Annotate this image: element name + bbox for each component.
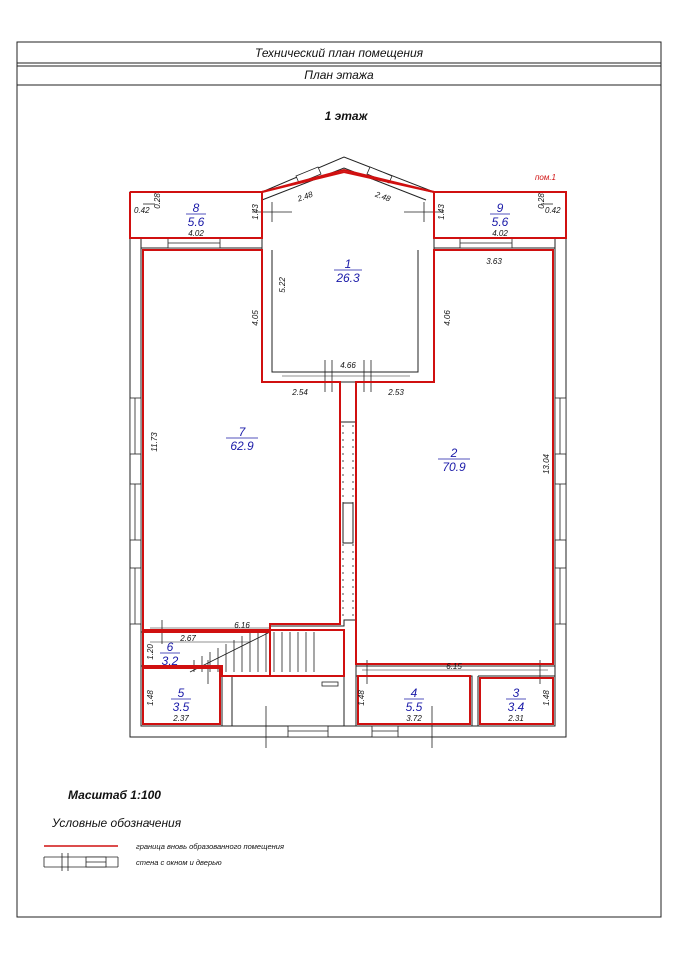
dim-5-22: 5.22 [278, 277, 287, 293]
document-title: Технический план помещения [255, 46, 424, 60]
dim-4-05: 4.05 [251, 310, 260, 326]
door-marks [143, 202, 553, 748]
dimension-lines [150, 375, 548, 671]
legend-boundary-label: граница вновь образованного помещения [136, 842, 284, 851]
dim-0-42-left: 0.42 [134, 206, 150, 215]
dim-0-42-right: 0.42 [545, 206, 561, 215]
dim-3-63: 3.63 [486, 257, 502, 266]
windows [129, 166, 567, 738]
document-subtitle: План этажа [304, 68, 374, 82]
room-area-3: 3.4 [508, 700, 525, 714]
room-area-9: 5.6 [492, 215, 509, 229]
room-area-4: 5.5 [406, 700, 423, 714]
legend-wall-item [43, 853, 119, 871]
room-number-3: 3 [513, 686, 520, 700]
room-number-5: 5 [178, 686, 185, 700]
dim-1-43-right: 1.43 [437, 204, 446, 220]
dim-1-48-b: 1.48 [357, 690, 366, 706]
room-number-8: 8 [193, 201, 200, 215]
room-labels: 8 5.6 9 5.6 1 26.3 7 62.9 2 70.9 6 3.2 5… [160, 201, 526, 714]
dim-2-37: 2.37 [172, 714, 189, 723]
new-room-boundaries [129, 168, 567, 725]
room-number-1: 1 [345, 257, 352, 271]
room-number-2: 2 [450, 446, 458, 460]
dim-2-54: 2.54 [291, 388, 308, 397]
room-area-8: 5.6 [188, 215, 205, 229]
room-area-6: 3.2 [162, 654, 179, 668]
room-area-5: 3.5 [173, 700, 190, 714]
dim-13-04: 13.04 [542, 453, 551, 474]
room-tag: пом.1 [535, 173, 556, 182]
legend-title: Условные обозначения [51, 816, 182, 830]
dim-roof-right: 2.48 [373, 189, 392, 203]
dim-2-31: 2.31 [507, 714, 524, 723]
dim-1-48-c: 1.48 [542, 690, 551, 706]
dim-1-43-left: 1.43 [251, 204, 260, 220]
dim-4-66: 4.66 [340, 361, 356, 370]
dim-11-73: 11.73 [150, 432, 159, 452]
dim-6-16: 6.16 [234, 621, 250, 630]
room-number-7: 7 [239, 425, 247, 439]
room-number-9: 9 [497, 201, 504, 215]
sheet-frame [16, 41, 662, 918]
dim-0-28-right: 0.28 [537, 193, 546, 209]
legend-boundary-item: граница вновь образованного помещения [44, 842, 284, 851]
room-area-7: 62.9 [230, 439, 254, 453]
dim-4-06: 4.06 [443, 310, 452, 326]
dim-2-67: 2.67 [179, 634, 196, 643]
dim-4-02-left: 4.02 [188, 229, 204, 238]
floor-label: 1 этаж [325, 109, 369, 123]
dim-roof-left: 2.48 [295, 190, 314, 204]
legend-wall-label: стена с окном и дверью [136, 858, 222, 867]
room-number-4: 4 [411, 686, 418, 700]
scale-label: Масштаб 1:100 [68, 788, 161, 802]
room-area-2: 70.9 [442, 460, 466, 474]
dim-4-02-right: 4.02 [492, 229, 508, 238]
room-number-6: 6 [167, 640, 174, 654]
room-area-1: 26.3 [335, 271, 360, 285]
dim-3-72: 3.72 [406, 714, 422, 723]
dim-1-48-a: 1.48 [146, 690, 155, 706]
dim-0-28-left: 0.28 [153, 193, 162, 209]
dim-6-15: 6.15 [446, 662, 462, 671]
dim-1-20: 1.20 [146, 644, 155, 660]
dim-2-53: 2.53 [387, 388, 404, 397]
